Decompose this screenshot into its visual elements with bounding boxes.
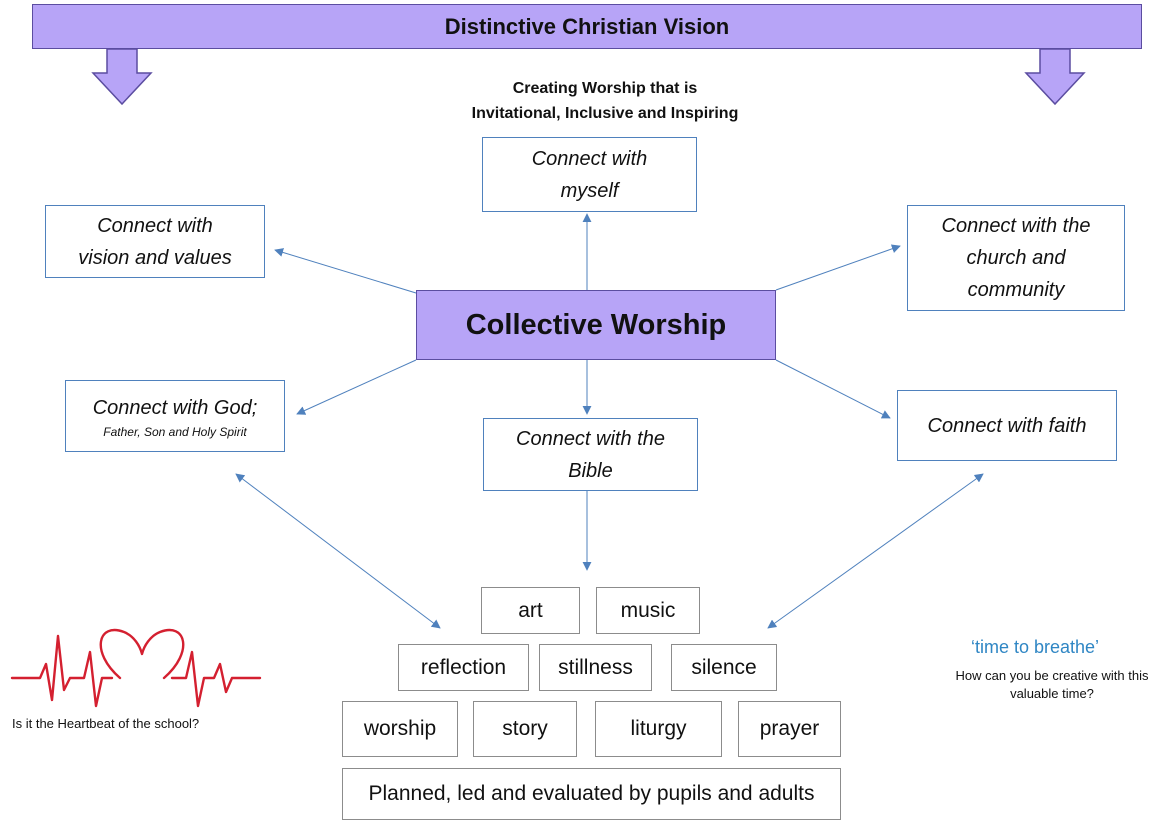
connect-bible-line-1: Connect with the xyxy=(516,427,665,450)
connector-to-church xyxy=(775,244,901,291)
connect-faith-box: Connect with faith xyxy=(897,390,1117,461)
connector-to-faith xyxy=(775,359,891,419)
heartbeat-icon xyxy=(10,628,262,708)
connect-myself-box: Connect with myself xyxy=(482,137,697,212)
connect-god-box: Connect with God; Father, Son and Holy S… xyxy=(65,380,285,452)
subtitle-line-2: Invitational, Inclusive and Inspiring xyxy=(471,105,739,122)
connect-vision-line-2: vision and values xyxy=(78,246,232,269)
element-tile: worship xyxy=(342,701,458,757)
diagram-subtitle: Creating Worship that is Invitational, I… xyxy=(400,76,810,126)
heartbeat-caption: Is it the Heartbeat of the school? xyxy=(12,716,200,731)
element-tile: story xyxy=(473,701,577,757)
time-to-breathe-question-line-2: valuable time? xyxy=(1010,686,1094,701)
collective-worship-box: Collective Worship xyxy=(416,290,776,360)
connect-church-line-1: Connect with the xyxy=(941,215,1091,237)
connect-church-line-2: church and xyxy=(966,247,1066,269)
element-tile: prayer xyxy=(738,701,841,757)
connect-vision-line-1: Connect with xyxy=(97,214,213,237)
connect-vision-box: Connect with vision and values xyxy=(45,205,265,278)
connect-church-box: Connect with the church and community xyxy=(907,205,1125,311)
element-tile: reflection xyxy=(398,644,529,691)
connect-bible-line-2: Bible xyxy=(568,459,613,482)
down-arrow-icon xyxy=(1024,48,1086,106)
connector-to-vision xyxy=(274,248,417,294)
connect-god-line-1: Connect with God; xyxy=(92,397,258,419)
element-tile: stillness xyxy=(539,644,652,691)
time-to-breathe-title: ‘time to breathe’ xyxy=(970,637,1100,657)
connector-god-elements xyxy=(235,473,441,629)
vision-banner-title: Distinctive Christian Vision xyxy=(444,13,730,39)
connect-bible-box: Connect with the Bible xyxy=(483,418,698,491)
subtitle-line-1: Creating Worship that is xyxy=(512,80,698,97)
time-to-breathe-question-line-1: How can you be creative with this xyxy=(955,668,1149,683)
element-tile: art xyxy=(481,587,580,634)
down-arrow-icon xyxy=(91,48,153,106)
element-tile: silence xyxy=(671,644,777,691)
vision-banner: Distinctive Christian Vision xyxy=(32,4,1142,49)
connect-myself-line-1: Connect with xyxy=(531,147,648,170)
connect-church-line-3: community xyxy=(967,279,1065,301)
connect-god-line-2: Father, Son and Holy Spirit xyxy=(103,425,247,439)
collective-worship-label: Collective Worship xyxy=(465,308,727,341)
element-tile: music xyxy=(596,587,700,634)
connector-to-god xyxy=(296,359,417,415)
connect-faith-line-1: Connect with faith xyxy=(927,414,1087,437)
element-tile: liturgy xyxy=(595,701,722,757)
connector-faith-elements xyxy=(767,473,984,629)
planned-led-evaluated-box: Planned, led and evaluated by pupils and… xyxy=(342,768,841,820)
time-to-breathe-question: How can you be creative with this valuab… xyxy=(932,667,1172,703)
connect-myself-line-2: myself xyxy=(560,179,619,202)
